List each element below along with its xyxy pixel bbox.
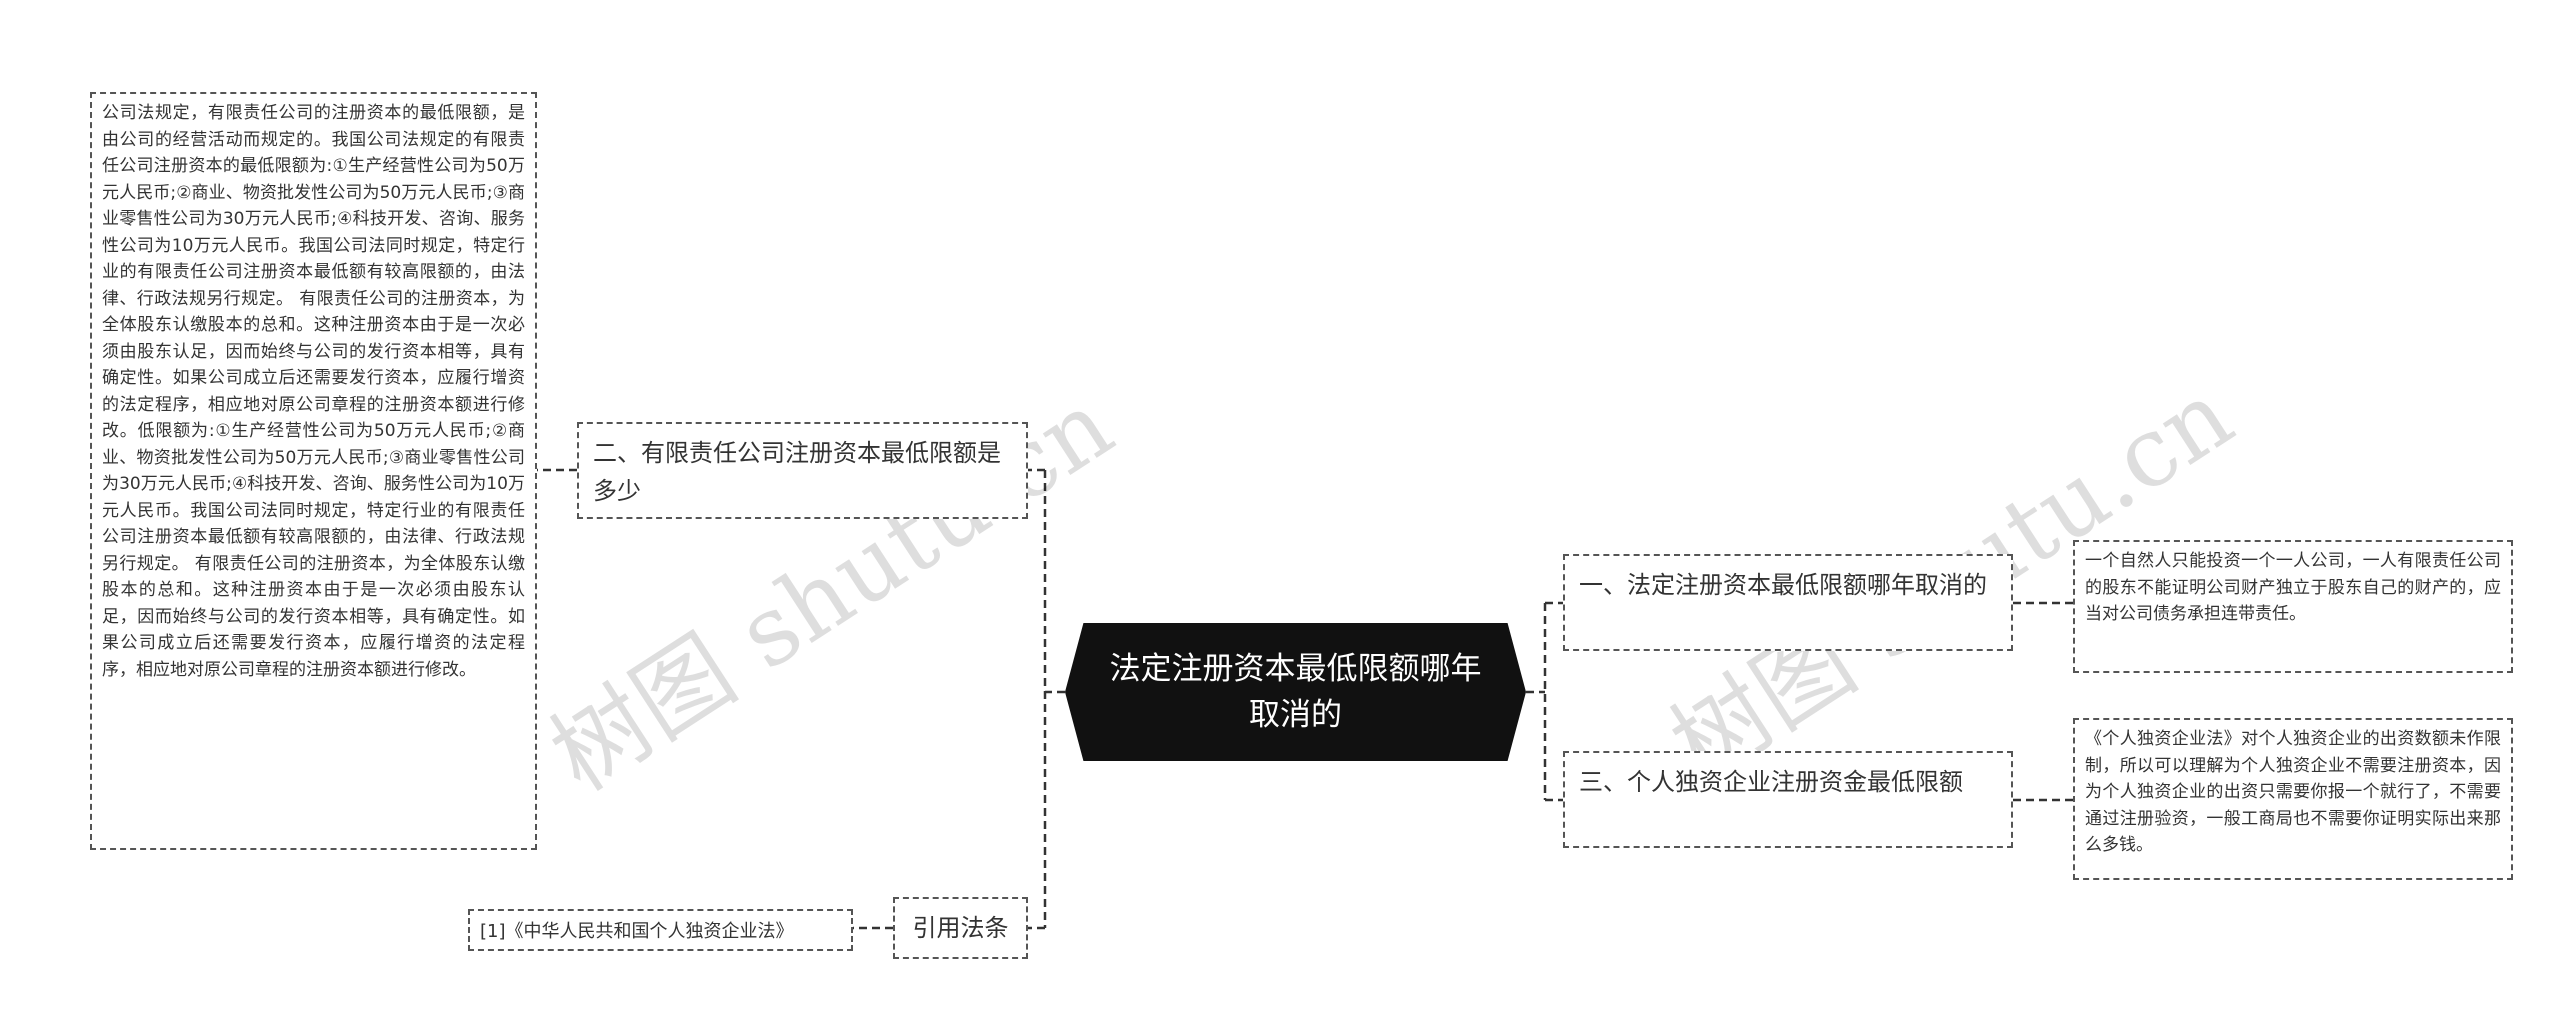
leaf-node-2[interactable]: 公司法规定，有限责任公司的注册资本的最低限额，是由公司的经营活动而规定的。我国公… [90, 92, 537, 850]
leaf-node-4[interactable]: [1]《中华人民共和国个人独资企业法》 [468, 909, 853, 951]
leaf-node-3[interactable]: 《个人独资企业法》对个人独资企业的出资数额未作限制，所以可以理解为个人独资企业不… [2073, 718, 2513, 880]
branch-node-4[interactable]: 引用法条 [893, 897, 1028, 959]
leaf-node-1[interactable]: 一个自然人只能投资一个一人公司，一人有限责任公司的股东不能证明公司财产独立于股东… [2073, 540, 2513, 673]
branch-node-3[interactable]: 三、个人独资企业注册资金最低限额 [1563, 751, 2013, 848]
branch-node-1[interactable]: 一、法定注册资本最低限额哪年取消的 [1563, 554, 2013, 651]
central-topic[interactable]: 法定注册资本最低限额哪年取消的 [1065, 623, 1526, 761]
branch-node-2[interactable]: 二、有限责任公司注册资本最低限额是多少 [577, 422, 1028, 519]
